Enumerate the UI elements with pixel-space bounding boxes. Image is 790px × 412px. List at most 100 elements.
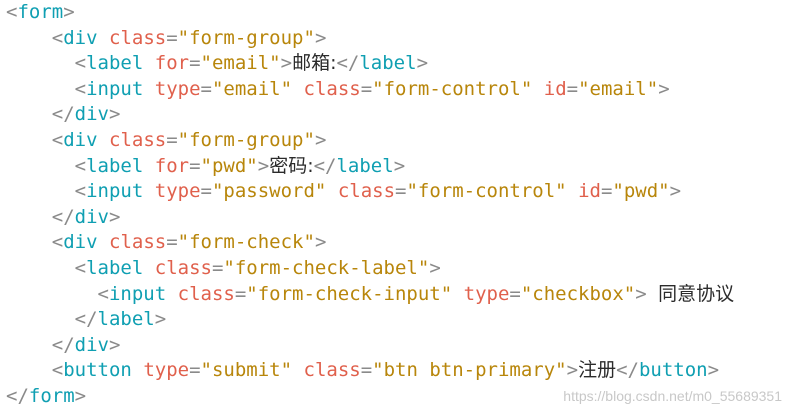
code-tag-name: div — [63, 231, 98, 254]
code-tag-name: label — [336, 154, 394, 177]
code-space — [143, 257, 154, 279]
code-line: <input type="password" class="form-contr… — [6, 179, 786, 205]
code-punctuation: </ — [51, 205, 75, 228]
code-punctuation: = — [200, 77, 212, 100]
code-indent — [6, 180, 75, 202]
code-string: "form-control" — [406, 180, 567, 203]
code-punctuation: > — [635, 282, 647, 305]
code-space — [532, 78, 543, 100]
code-tag-name: div — [63, 128, 98, 151]
code-attribute: class — [337, 180, 396, 203]
code-punctuation: < — [51, 359, 64, 382]
code-line: <label for="email">邮箱:</label> — [6, 51, 786, 77]
code-line: </div> — [6, 333, 786, 359]
code-punctuation: = — [395, 180, 407, 203]
code-line: <label for="pwd">密码:</label> — [6, 154, 786, 180]
code-string: "form-group" — [177, 128, 315, 151]
code-line: </div> — [6, 102, 786, 128]
code-punctuation: > — [108, 205, 121, 228]
code-punctuation: > — [154, 308, 167, 331]
code-attribute: id — [543, 77, 567, 100]
code-punctuation: > — [257, 154, 270, 177]
code-tag-name: label — [86, 256, 144, 279]
code-space — [143, 52, 154, 74]
code-tag-name: label — [86, 154, 144, 177]
code-space — [132, 359, 143, 381]
code-indent — [6, 129, 52, 151]
code-attribute: class — [109, 26, 167, 49]
code-line: <input class="form-check-input" type="ch… — [6, 282, 786, 308]
code-punctuation: </ — [51, 103, 75, 126]
code-space — [98, 27, 109, 49]
code-line: </form> — [6, 384, 786, 410]
code-space — [292, 78, 303, 100]
code-attribute: type — [154, 77, 201, 100]
code-tag-name: div — [74, 205, 109, 228]
code-punctuation: = — [360, 77, 373, 100]
code-indent — [6, 283, 98, 305]
code-punctuation: < — [51, 231, 64, 254]
code-attribute: class — [154, 256, 212, 279]
code-string: "form-check-label" — [223, 256, 430, 279]
code-punctuation: = — [360, 359, 373, 382]
code-text: 注册 — [578, 359, 617, 382]
code-tag-name: button — [638, 359, 708, 382]
code-indent — [6, 359, 52, 381]
code-string: "form-control" — [372, 77, 533, 100]
code-indent — [6, 231, 52, 253]
code-punctuation: = — [166, 26, 178, 49]
code-text: 密码: — [269, 154, 314, 177]
watermark-text: https://blog.csdn.net/m0_55689351 — [563, 388, 782, 404]
code-punctuation: > — [669, 180, 682, 203]
code-punctuation: < — [74, 154, 87, 177]
code-line: <input type="email" class="form-control"… — [6, 77, 786, 103]
code-punctuation: > — [658, 77, 670, 100]
code-space — [98, 231, 109, 253]
code-attribute: type — [463, 282, 510, 305]
code-line: </label> — [6, 307, 786, 333]
code-indent — [6, 78, 75, 100]
code-string: "btn btn-primary" — [372, 359, 567, 382]
code-attribute: for — [154, 154, 190, 177]
code-punctuation: </ — [74, 308, 98, 331]
code-tag-name: label — [359, 52, 417, 75]
code-punctuation: = — [200, 180, 212, 203]
code-punctuation: = — [189, 359, 201, 382]
code-punctuation: = — [189, 154, 201, 177]
code-tag-name: div — [74, 103, 109, 126]
code-string: "password" — [211, 180, 327, 203]
code-punctuation: < — [97, 282, 109, 305]
code-text: 邮箱: — [292, 52, 337, 75]
code-punctuation: = — [566, 77, 579, 100]
code-punctuation: < — [51, 26, 64, 49]
code-string: "email" — [211, 77, 293, 100]
code-space — [143, 155, 154, 177]
code-string: "form-check-input" — [246, 282, 453, 305]
code-punctuation: > — [707, 359, 720, 382]
code-indent — [6, 206, 52, 228]
code-space — [567, 180, 578, 202]
code-punctuation: = — [211, 256, 224, 279]
code-attribute: class — [109, 231, 167, 254]
code-line: <div class="form-group"> — [6, 26, 786, 52]
code-tag-name: form — [28, 384, 75, 407]
code-attribute: type — [154, 180, 201, 203]
code-attribute: type — [143, 359, 190, 382]
code-line: <button type="submit" class="btn btn-pri… — [6, 358, 786, 384]
code-attribute: class — [177, 282, 235, 305]
code-tag-name: input — [86, 180, 144, 203]
code-line: <div class="form-check"> — [6, 230, 786, 256]
code-punctuation: > — [429, 256, 441, 279]
code-punctuation: </ — [616, 359, 639, 382]
code-space — [326, 180, 337, 202]
code-tag-name: label — [97, 308, 155, 331]
code-punctuation: < — [74, 256, 87, 279]
code-space — [292, 359, 303, 381]
code-punctuation: > — [566, 359, 579, 382]
code-punctuation: = — [189, 52, 201, 75]
code-indent — [6, 257, 75, 279]
code-punctuation: < — [74, 52, 87, 75]
code-punctuation: = — [509, 282, 521, 305]
code-space — [98, 129, 109, 151]
code-string: "pwd" — [200, 154, 258, 177]
